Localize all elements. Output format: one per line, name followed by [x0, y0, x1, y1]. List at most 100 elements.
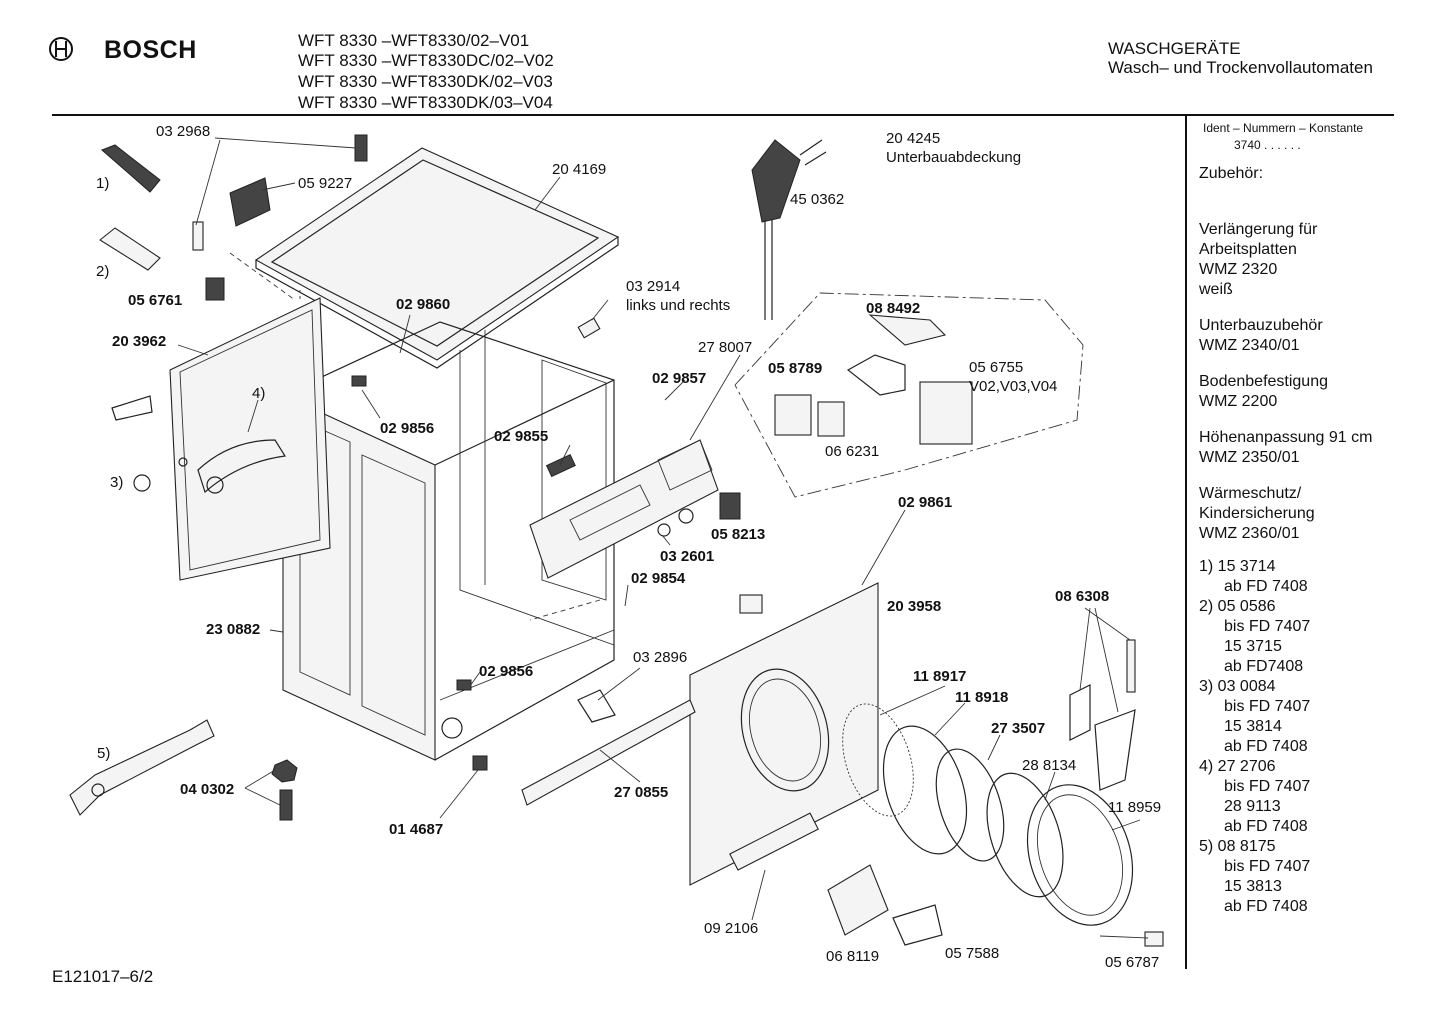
- callout-marker-3: 3): [110, 474, 123, 491]
- brand-name: BOSCH: [104, 36, 197, 64]
- callout-032896: 03 2896: [633, 649, 687, 666]
- rear-panel: [169, 297, 331, 581]
- accessory-line: weiß: [1199, 281, 1233, 298]
- accessory-line: WMZ 2350/01: [1199, 449, 1300, 466]
- callout-032968: 03 2968: [156, 123, 210, 140]
- callout-marker-1: 1): [96, 175, 109, 192]
- note-line: ab FD7408: [1224, 658, 1304, 675]
- model-line-3: WFT 8330 –WFT8330DK/02–V03: [298, 72, 553, 91]
- callout-marker-5: 5): [97, 745, 110, 762]
- note-line: 15 3814: [1224, 718, 1282, 735]
- header-rule: [52, 114, 1394, 116]
- accessory-line: Arbeitsplatten: [1199, 241, 1297, 258]
- accessory-line: WMZ 2200: [1199, 393, 1278, 410]
- accessory-line: Höhenanpassung 91 cm: [1199, 429, 1373, 446]
- accessory-line: WMZ 2360/01: [1199, 525, 1300, 542]
- note-line: ab FD 7408: [1224, 898, 1308, 915]
- tools-and-fasteners: [69, 594, 1164, 947]
- electronics-module-outline: [734, 292, 1084, 498]
- note-line: 3) 03 0084: [1199, 678, 1276, 695]
- small-parts-left: [99, 134, 601, 492]
- callout-204245: 20 4245: [886, 130, 940, 147]
- callout-marker-4: 4): [252, 385, 265, 402]
- note-line: 5) 08 8175: [1199, 838, 1276, 855]
- callout-092106: 09 2106: [704, 920, 758, 937]
- callout-088492: 08 8492: [866, 300, 920, 317]
- electronics-parts: [719, 314, 973, 520]
- callout-058213: 05 8213: [711, 526, 765, 543]
- model-line-1: WFT 8330 –WFT8330/02–V01: [298, 31, 530, 50]
- callout-029856-upper: 02 9856: [380, 420, 434, 437]
- callout-203958: 20 3958: [887, 598, 941, 615]
- accessory-line: Wärmeschutz/: [1199, 485, 1302, 502]
- callout-029857: 02 9857: [652, 370, 706, 387]
- callout-278007: 27 8007: [698, 339, 752, 356]
- zubehoer-label: Zubehör:: [1199, 165, 1264, 182]
- note-line: bis FD 7407: [1224, 698, 1311, 715]
- note-line: 15 3813: [1224, 878, 1282, 895]
- callout-066231: 06 6231: [825, 443, 879, 460]
- callout-056787: 05 6787: [1105, 954, 1159, 971]
- callout-118959: 11 8959: [1108, 799, 1161, 816]
- callout-032914: 03 2914: [626, 278, 680, 295]
- note-line: bis FD 7407: [1224, 778, 1311, 795]
- callout-unterbauabdeckung: Unterbauabdeckung: [886, 149, 1021, 166]
- callout-versions: V02,V03,V04: [969, 378, 1057, 395]
- front-panel: [689, 582, 879, 886]
- note-line: 28 9113: [1224, 798, 1281, 815]
- accessory-line: Verlängerung für: [1199, 221, 1318, 238]
- sidebar-divider: [1185, 116, 1187, 969]
- note-line: 2) 05 0586: [1199, 598, 1276, 615]
- callout-links-und-rechts: links und rechts: [626, 297, 730, 314]
- callout-059227: 05 9227: [298, 175, 352, 192]
- callout-118918: 11 8918: [955, 689, 1008, 706]
- category-subtitle: Wasch– und Trockenvollautomaten: [1108, 58, 1373, 77]
- exploded-view-diagram: 03 2968 05 9227 20 4169 20 4245 Unterbau…: [69, 123, 1164, 971]
- control-panel: [529, 439, 719, 579]
- door-hinge: [1069, 639, 1136, 791]
- drawing-id: E121017–6/2: [52, 967, 154, 986]
- callout-040302: 04 0302: [180, 781, 234, 798]
- callout-068119: 06 8119: [826, 948, 879, 965]
- model-line-2: WFT 8330 –WFT8330DC/02–V02: [298, 51, 554, 70]
- note-line: 15 3715: [1224, 638, 1282, 655]
- callout-086308: 08 6308: [1055, 588, 1109, 605]
- note-line: ab FD 7408: [1224, 578, 1308, 595]
- note-line: bis FD 7407: [1224, 858, 1311, 875]
- callout-marker-2: 2): [96, 263, 109, 280]
- ident-value: 3740 . . . . . .: [1234, 138, 1301, 152]
- callout-450362: 45 0362: [790, 191, 844, 208]
- callout-118917: 11 8917: [913, 668, 966, 685]
- callout-273507: 27 3507: [991, 720, 1045, 737]
- callout-056755: 05 6755: [969, 359, 1023, 376]
- callout-029861: 02 9861: [898, 494, 952, 511]
- accessory-line: WMZ 2340/01: [1199, 337, 1300, 354]
- mains-cable: [751, 139, 827, 320]
- accessory-line: Unterbauzubehör: [1199, 317, 1323, 334]
- note-line: 1) 15 3714: [1199, 558, 1276, 575]
- accessory-block: Verlängerung für Arbeitsplatten WMZ 2320…: [1199, 220, 1372, 544]
- callout-270855: 27 0855: [614, 784, 668, 801]
- callout-230882: 23 0882: [206, 621, 260, 638]
- leader-lines: [177, 137, 1149, 939]
- callout-029855: 02 9855: [494, 428, 548, 445]
- worktop-lid: [254, 147, 620, 369]
- door-assembly: [842, 703, 1134, 926]
- notes-block: 1) 15 3714 ab FD 7408 2) 05 0586 bis FD …: [1199, 557, 1310, 917]
- callout-014687: 01 4687: [389, 821, 443, 838]
- note-line: 4) 27 2706: [1199, 758, 1276, 775]
- note-line: bis FD 7407: [1224, 618, 1311, 635]
- callout-204169: 20 4169: [552, 161, 606, 178]
- accessory-line: WMZ 2320: [1199, 261, 1278, 278]
- callout-288134: 28 8134: [1022, 757, 1076, 774]
- bosch-logo: [48, 36, 74, 62]
- callout-203962: 20 3962: [112, 333, 166, 350]
- bosch-armature-icon: [49, 37, 73, 61]
- note-line: ab FD 7408: [1224, 738, 1308, 755]
- callout-029856-lower: 02 9856: [479, 663, 533, 680]
- callout-032601: 03 2601: [660, 548, 714, 565]
- callout-029854: 02 9854: [631, 570, 686, 587]
- model-line-4: WFT 8330 –WFT8330DK/03–V04: [298, 93, 553, 112]
- accessory-line: Bodenbefestigung: [1199, 373, 1328, 390]
- callout-058789: 05 8789: [768, 360, 822, 377]
